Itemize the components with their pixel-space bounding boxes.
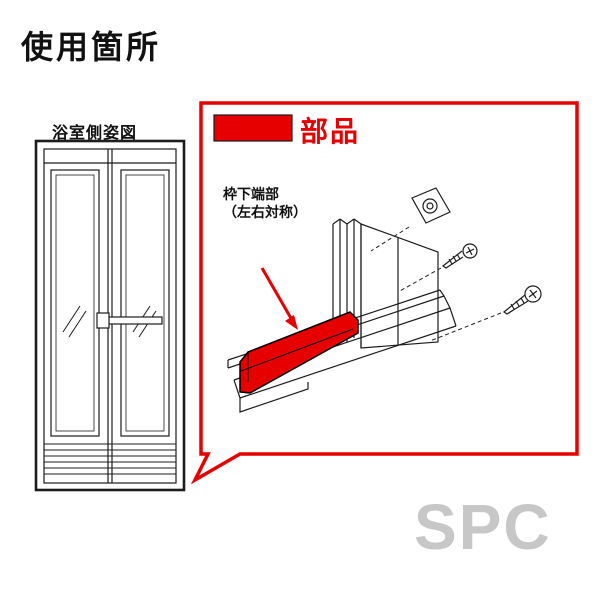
door-elevation (34, 139, 186, 492)
page-title: 使用箇所 (21, 29, 162, 65)
corner-bracket (411, 187, 451, 224)
bracket-leader-line (370, 226, 410, 252)
door-outer-frame (34, 139, 186, 492)
screw-2-leader-line (429, 312, 502, 342)
part-location-note-line1: 枠下端部 (223, 186, 279, 202)
screw-1-leader-line (397, 267, 442, 293)
screw-1 (441, 243, 478, 269)
highlighted-part (239, 311, 359, 394)
legend-label: 部品 (300, 116, 361, 147)
door-inner-frame (43, 148, 177, 484)
door-view-label: 浴室側姿図 (52, 125, 138, 142)
frame-corner-drawing (227, 187, 542, 413)
screw-2 (502, 285, 542, 315)
door-glass-left (50, 169, 100, 437)
door-vent-slats (44, 443, 176, 475)
pointer-arrow (260, 267, 298, 330)
legend-swatch (213, 114, 293, 142)
part-location-note: 枠下端部 （左右対称） (223, 186, 307, 221)
callout-box (190, 101, 579, 485)
part-location-note-line2: （左右対称） (223, 203, 307, 220)
door-glass-right (120, 169, 170, 437)
watermark-logo: SPC (414, 491, 552, 563)
door-handle (96, 312, 163, 329)
